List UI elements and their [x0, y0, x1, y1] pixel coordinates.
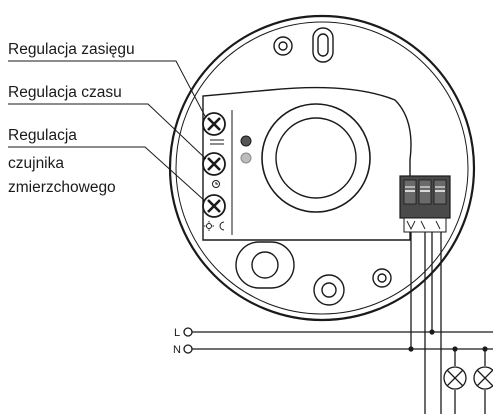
lens-inner	[275, 117, 357, 199]
housing-inner-ring	[175, 21, 469, 315]
label-time-adjustment: Regulacja czasu	[8, 84, 122, 101]
terminal-live	[183, 327, 193, 337]
terminal-neutral	[183, 344, 193, 354]
lamp-icon	[443, 366, 493, 390]
leader-time	[8, 103, 207, 160]
module-outline	[202, 86, 412, 241]
mount-screw-bottom-inner	[321, 282, 337, 298]
terminal-3	[433, 179, 447, 205]
cable-entry-left	[235, 241, 295, 289]
twilight-potentiometer[interactable]	[202, 194, 226, 218]
time-potentiometer[interactable]	[202, 152, 226, 176]
top-mounting-points	[273, 27, 334, 63]
leader-range	[8, 60, 207, 119]
terminal-1	[403, 179, 417, 205]
moon-icon	[219, 221, 225, 231]
mount-slot-top	[312, 27, 334, 63]
housing-outer-ring	[168, 14, 476, 322]
label-twilight-line2: czujnika	[8, 155, 64, 172]
wiring	[183, 232, 493, 414]
twilight-knob-cross	[207, 199, 221, 213]
terminal-clamps	[403, 217, 447, 233]
bottom-mounting-points	[235, 241, 392, 306]
time-icon	[212, 180, 220, 188]
range-knob-cross	[207, 117, 221, 131]
sensor-module	[202, 86, 412, 241]
mount-screw-bottom-right	[372, 268, 392, 288]
callouts: Regulacja zasięgu Regulacja czasu Regula…	[8, 41, 207, 202]
sensor-housing	[168, 14, 476, 322]
label-neutral: N	[173, 344, 181, 356]
lamp-1	[443, 366, 467, 390]
wire-junctions	[408, 329, 488, 352]
terminal-block	[399, 175, 451, 233]
indicator-led-dark	[240, 135, 252, 147]
sun-icon	[206, 223, 212, 229]
indicator-led-light	[240, 152, 252, 164]
sun-moon-icon	[204, 221, 225, 231]
label-twilight-line1: Regulacja	[8, 127, 77, 144]
label-twilight-line3: zmierzchowego	[8, 179, 116, 196]
mount-screw-top-left-inner	[278, 41, 288, 51]
mount-screw-bottom	[313, 274, 345, 306]
lamp-2	[473, 366, 493, 390]
terminal-2	[418, 179, 432, 205]
time-knob-cross	[207, 157, 221, 171]
mount-screw-top-left	[273, 36, 293, 56]
leader-twilight	[8, 146, 206, 202]
range-potentiometer[interactable]	[202, 112, 226, 136]
lens-outer	[261, 103, 371, 213]
mount-slot-top-inner	[317, 33, 329, 57]
label-live: L	[174, 327, 180, 339]
mount-screw-bottom-right-inner	[377, 273, 387, 283]
label-range-adjustment: Regulacja zasięgu	[8, 41, 135, 58]
cable-entry-left-inner	[251, 251, 279, 279]
range-icon	[210, 139, 224, 145]
